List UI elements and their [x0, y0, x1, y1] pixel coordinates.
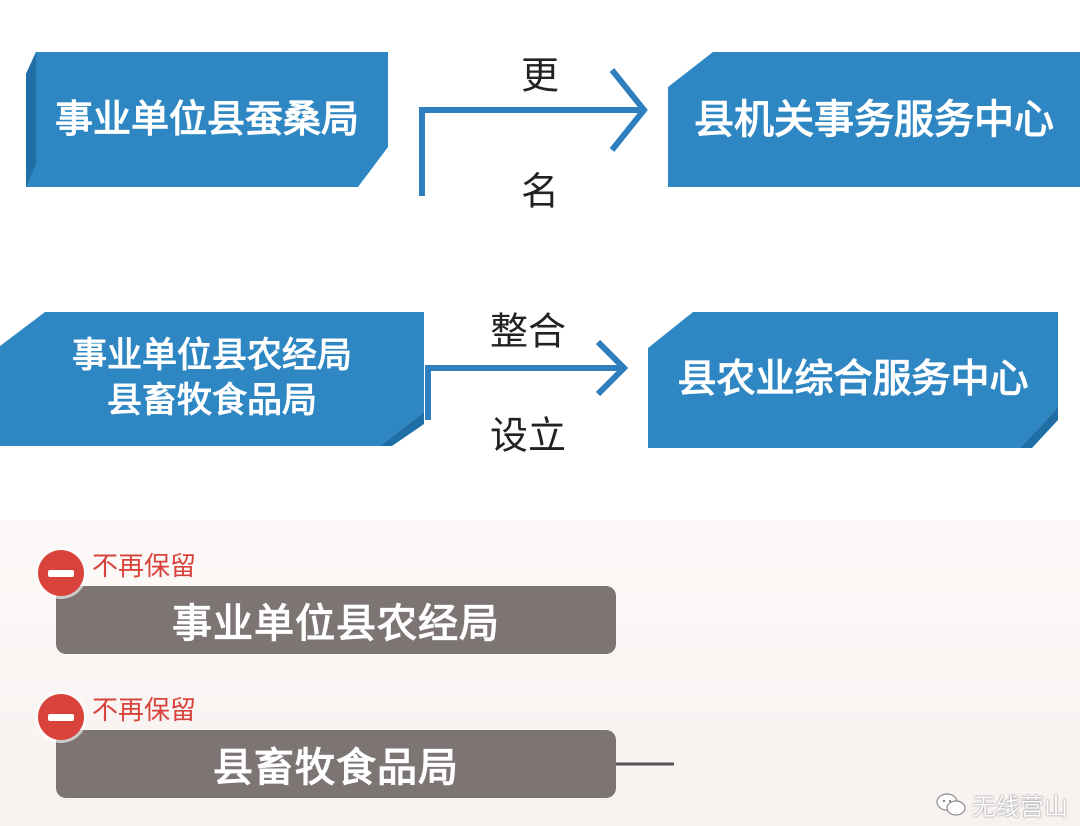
merge-arrow-line	[425, 365, 620, 420]
minus-circle-icon	[38, 550, 84, 596]
target-label: 县农业综合服务中心	[677, 356, 1029, 402]
action-rename-bottom: 名	[520, 169, 560, 214]
source-label: 事业单位县蚕桑局	[54, 96, 359, 141]
source-box-agri-livestock: 事业单位县农经局 县畜牧食品局	[0, 312, 424, 446]
merge-arrow-head	[595, 339, 629, 397]
source-label-group: 事业单位县农经局 县畜牧食品局	[72, 334, 352, 425]
watermark: 无线营山	[936, 787, 1068, 822]
target-box-affairs-center: 县机关事务服务中心	[668, 52, 1080, 187]
box-shape	[0, 312, 424, 446]
watermark-text: 无线营山	[972, 793, 1068, 821]
source-label-line2: 县畜牧食品局	[106, 381, 317, 421]
wechat-icon	[936, 792, 966, 816]
minus-circle-icon	[38, 694, 84, 740]
rename-arrow-line	[419, 107, 640, 196]
action-merge-bottom: 设立	[489, 413, 567, 458]
removed-name: 县畜牧食品局	[213, 745, 459, 791]
removed-note: 不再保留	[92, 552, 197, 582]
target-box-agri-center: 县农业综合服务中心	[648, 312, 1058, 448]
source-box-sericulture: 事业单位县蚕桑局	[26, 52, 388, 187]
action-merge-top: 整合	[489, 309, 567, 354]
removed-bar-livestock: 县畜牧食品局	[56, 730, 616, 798]
target-label: 县机关事务服务中心	[694, 96, 1054, 143]
action-rename-top: 更	[520, 53, 560, 98]
source-label-line1: 事业单位县农经局	[71, 335, 352, 376]
removed-bar-agri-economy: 事业单位县农经局	[56, 586, 616, 654]
box-shape	[26, 52, 388, 187]
removed-name: 事业单位县农经局	[172, 601, 500, 647]
box-shape	[668, 52, 1080, 187]
rename-arrow-head	[609, 68, 648, 152]
box-shape	[648, 312, 1058, 448]
removed-note: 不再保留	[92, 696, 197, 726]
